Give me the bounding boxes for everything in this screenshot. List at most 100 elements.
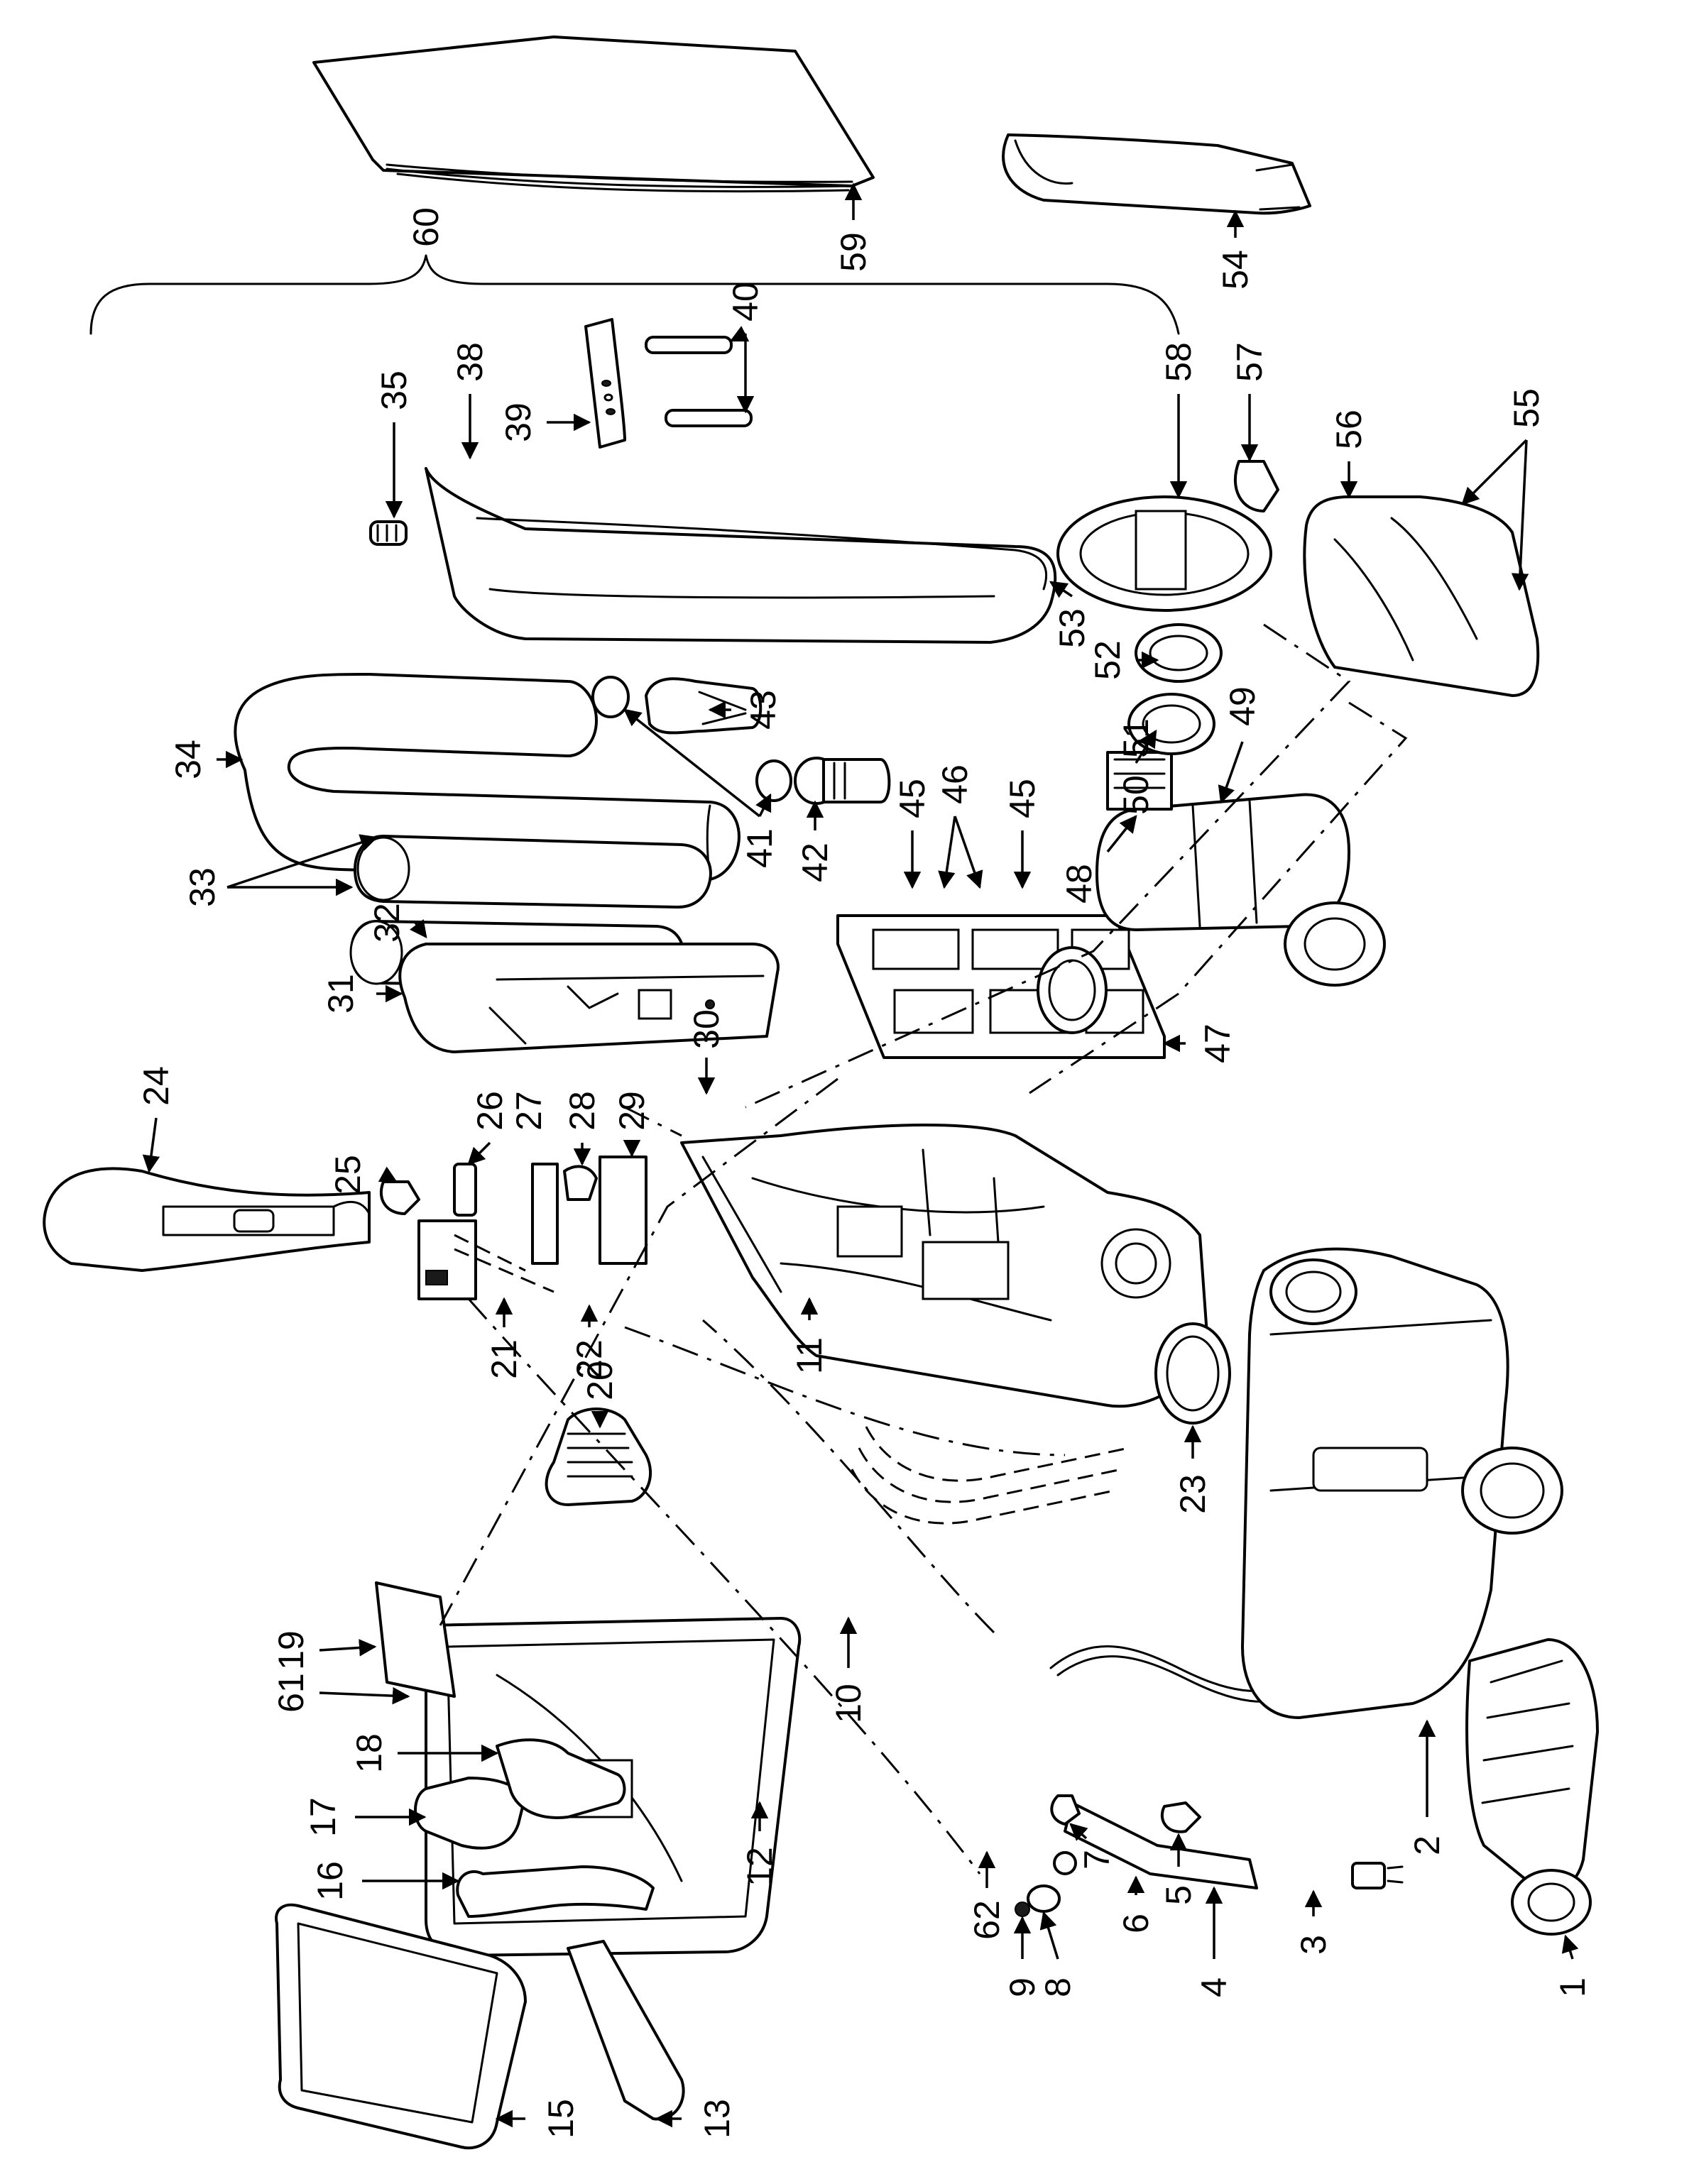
switch-housing-shape [599, 1156, 647, 1265]
part-label-35: 35 [374, 371, 414, 410]
part-label-2: 2 [1407, 1835, 1447, 1855]
filter-bag-shape [312, 35, 875, 193]
pedal-clip-shape [1160, 1801, 1201, 1833]
cord-wires-shape [851, 1426, 1130, 1525]
leader-41b [755, 793, 772, 817]
part-label-28: 28 [562, 1091, 602, 1131]
pedal-bar-shape [1064, 1801, 1258, 1889]
part-label-62: 62 [967, 1900, 1007, 1940]
part-label-42: 42 [795, 843, 835, 882]
part-label-59: 59 [834, 232, 873, 272]
leader-50 [1135, 729, 1157, 764]
part-label-23: 23 [1173, 1474, 1213, 1514]
crevice-adapter-shape [591, 676, 763, 735]
part-label-4: 4 [1194, 1977, 1234, 1997]
small-plate-shape [375, 1581, 456, 1698]
leader-1 [1561, 1934, 1579, 1960]
assembly-line-7 [439, 1077, 838, 1626]
brush-roll-shape [1465, 1638, 1599, 1936]
part-label-61: 61 [271, 1673, 311, 1713]
part-label-56: 56 [1329, 410, 1369, 449]
part-label-55: 55 [1507, 388, 1546, 428]
part-label-49: 49 [1223, 686, 1262, 726]
nozzle-body-shape [1241, 1247, 1563, 1719]
part-label-47: 47 [1198, 1024, 1237, 1063]
leader-46a [938, 816, 956, 889]
bumper-strip-shape [545, 1407, 652, 1506]
part-label-60: 60 [406, 207, 446, 247]
assembly-line-5 [702, 1319, 995, 1634]
rear-wheel-shape [1154, 1322, 1231, 1425]
motor-mount-shape [1056, 495, 1272, 612]
part-label-54: 54 [1215, 250, 1255, 290]
part-label-41: 41 [740, 828, 780, 868]
bag-holder-shape [1002, 133, 1311, 215]
leader-19 [319, 1639, 377, 1657]
bag-assembly-bracket [89, 254, 1180, 335]
cord-hook-shape [379, 1180, 420, 1215]
part-label-19: 19 [271, 1630, 311, 1670]
part-label-30: 30 [687, 1009, 726, 1049]
washer-shape [1053, 1851, 1077, 1875]
clamp-shape [563, 1165, 598, 1201]
part-label-17: 17 [303, 1797, 343, 1837]
part-label-34: 34 [168, 740, 208, 779]
part-label-10: 10 [829, 1684, 868, 1723]
leader-24 [142, 1117, 160, 1173]
motor-shape [1095, 751, 1386, 987]
leader-55b [1511, 439, 1529, 591]
part-label-3: 3 [1294, 1935, 1333, 1955]
assembly-line-3 [624, 1106, 682, 1137]
part-label-21: 21 [484, 1339, 524, 1379]
motor-cap-shape [1234, 460, 1279, 512]
part-label-27: 27 [509, 1091, 549, 1131]
part-label-29: 29 [612, 1091, 652, 1131]
assembly-line-8 [454, 1234, 554, 1293]
part-label-58: 58 [1159, 342, 1198, 382]
part-label-11: 11 [789, 1337, 829, 1374]
part-label-46: 46 [935, 764, 975, 804]
part-label-45a: 45 [892, 779, 932, 818]
main-housing-shape [680, 946, 1208, 1408]
part-label-52: 52 [1088, 640, 1127, 680]
crevice-tool-shape [456, 1865, 655, 1918]
part-number-labels: 1 2 3 4 5 6 7 8 9 10 11 12 13 15 16 17 1… [136, 207, 1592, 2139]
assembly-line-4 [624, 1326, 1066, 1456]
leader-61 [319, 1686, 410, 1705]
part-label-32: 32 [367, 903, 407, 943]
assembly-line-6 [467, 1298, 981, 1875]
part-label-12: 12 [740, 1847, 780, 1887]
leader-46b [953, 816, 983, 889]
handle-grip-shape [43, 1167, 371, 1272]
part-label-1: 1 [1553, 1977, 1592, 1997]
part-label-26: 26 [470, 1091, 510, 1131]
leader-53 [1049, 581, 1073, 598]
part-label-38: 38 [450, 342, 490, 382]
part-label-53: 53 [1052, 608, 1092, 648]
coupler-shape [755, 757, 891, 805]
part-label-51: 51 [1116, 718, 1156, 758]
part-label-48: 48 [1059, 864, 1099, 904]
leader-25 [378, 1166, 398, 1183]
clip-upper-shape [645, 336, 733, 354]
part-label-43: 43 [743, 690, 783, 730]
leader-55a [1461, 439, 1528, 505]
bag-plate-shape [584, 318, 626, 449]
trim-strip-shape [567, 1940, 685, 2121]
part-label-7: 7 [1077, 1850, 1117, 1870]
part-label-18: 18 [349, 1733, 389, 1773]
part-label-15: 15 [541, 2099, 581, 2139]
wand-tube-upper-shape [354, 835, 712, 909]
part-label-50: 50 [1116, 775, 1156, 815]
bag-fitting-shape [369, 520, 408, 546]
leader-26 [467, 1141, 491, 1165]
part-label-25: 25 [328, 1155, 368, 1195]
part-label-40: 40 [726, 282, 765, 322]
wing-screw-shape [1050, 1794, 1081, 1826]
leader-41a [623, 708, 761, 818]
part-label-8: 8 [1038, 1977, 1078, 1997]
part-label-16: 16 [310, 1861, 350, 1901]
part-label-6: 6 [1116, 1914, 1156, 1933]
part-label-5: 5 [1159, 1885, 1198, 1905]
